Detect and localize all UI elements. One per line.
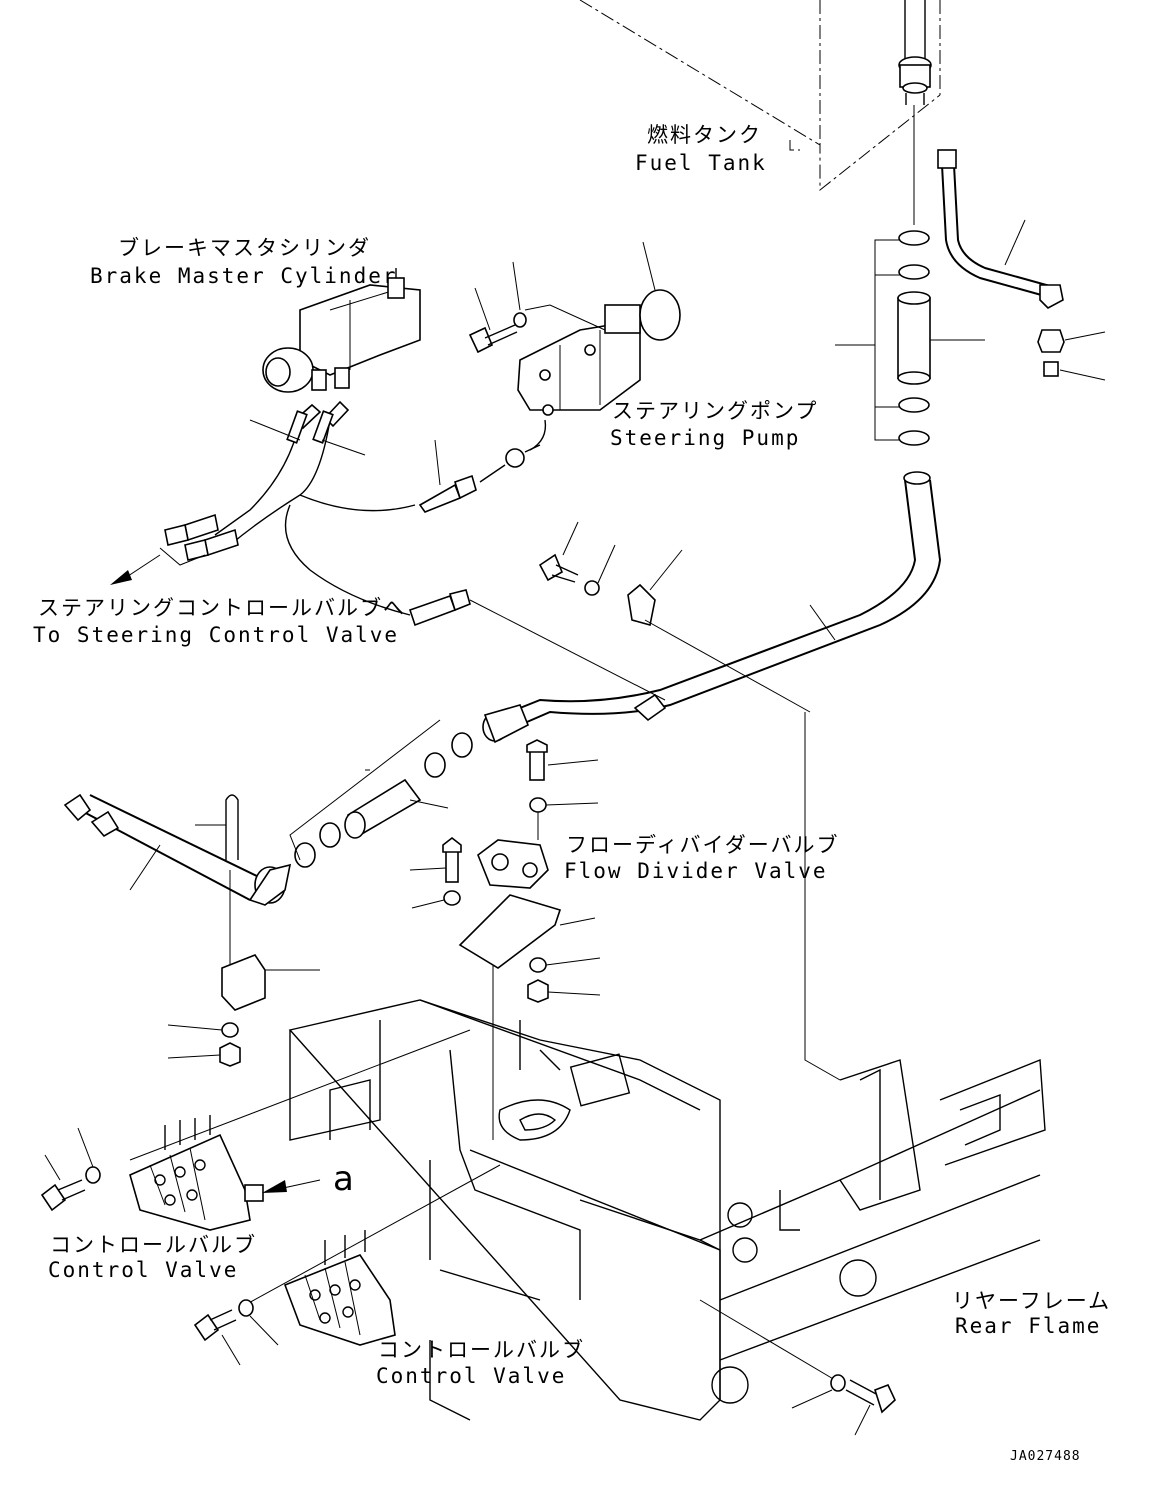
- bottom-bolt: [699, 1299, 896, 1436]
- steering-pump-label-jp: ステアリングポンプ: [612, 399, 818, 423]
- brake-master-label-jp: ブレーキマスタシリンダ: [118, 236, 371, 260]
- fuel-tube-right: [937, 149, 1106, 381]
- control-valve-2: [193, 1164, 501, 1366]
- rear-frame-label-jp: リヤーフレーム: [952, 1289, 1111, 1313]
- control-valve-1-label-jp: コントロールバルブ: [50, 1233, 257, 1257]
- fuel-tank-outlet: [898, 0, 932, 105]
- fuel-tank-label-en: Fuel Tank: [635, 151, 767, 175]
- clip-hardware: [538, 521, 841, 1081]
- fuel-tank-label-jp: 燃料タンク: [647, 123, 762, 147]
- hose-lower-group: [289, 719, 473, 868]
- main-tube: [469, 471, 942, 744]
- control-valve-2-label-en: Control Valve: [376, 1364, 566, 1388]
- brake-master-label-en: Brake Master Cylinder: [90, 264, 398, 288]
- control-valve-2-label-jp: コントロールバルブ: [378, 1338, 585, 1362]
- flow-divider-valve: [409, 739, 601, 1140]
- steering-pump: [468, 241, 681, 451]
- control-valve-1-label-en: Control Valve: [48, 1258, 238, 1282]
- hoses-upper: [110, 400, 541, 627]
- to-steering-label-jp: ステアリングコントロールバルブへ: [38, 596, 406, 620]
- flow-divider-label-jp: フローディバイダーバルブ: [566, 833, 839, 857]
- view-a-label: a: [333, 1159, 354, 1199]
- fuel-tank-outline: [579, 0, 941, 192]
- rear-frame: [288, 999, 1046, 1421]
- steering-pump-label-en: Steering Pump: [610, 426, 800, 450]
- flow-divider-label-en: Flow Divider Valve: [564, 859, 828, 883]
- left-tube: [63, 793, 320, 1067]
- rear-frame-label-en: Rear Flame: [955, 1314, 1101, 1338]
- drawing-number: JA027488: [1010, 1449, 1081, 1464]
- brake-master-cylinder: [262, 268, 421, 393]
- to-steering-label-en: To Steering Control Valve: [33, 623, 399, 647]
- suction-hose-group: [835, 105, 985, 446]
- control-valve-1: [40, 1029, 471, 1231]
